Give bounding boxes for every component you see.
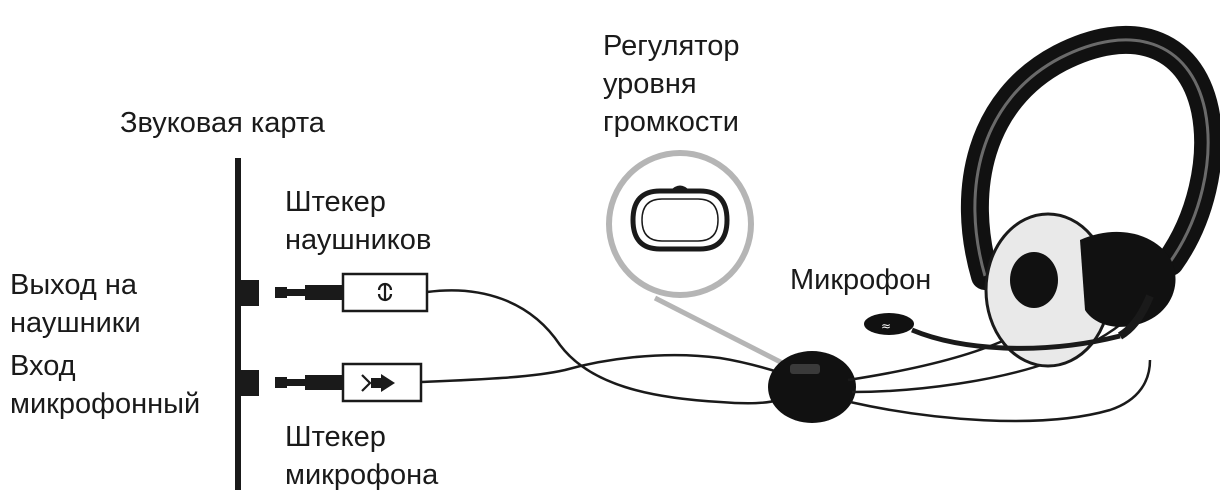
label-mic-plug-line2: микрофона (285, 459, 439, 491)
svg-text:≈: ≈ (881, 319, 891, 333)
label-mic-input: Вход микрофонный (10, 347, 200, 423)
headphone-symbol-icon (377, 282, 393, 302)
headphone-plug (275, 272, 779, 405)
label-volume-control-line2: уровня (603, 68, 697, 100)
label-headphone-plug-line2: наушников (285, 224, 432, 256)
headphone-jack-socket (241, 280, 259, 306)
mic-plug (275, 353, 779, 403)
label-mic-input-line1: Вход (10, 350, 76, 382)
label-volume-control-line1: Регулятор (603, 30, 740, 62)
label-volume-control: Регулятор уровня громкости (603, 27, 739, 141)
headset (961, 25, 1220, 368)
label-headphone-plug-line1: Штекер (285, 186, 386, 218)
microphone-symbol-icon (361, 374, 395, 392)
label-headphone-output: Выход на наушники (10, 266, 141, 342)
volume-control-module (768, 317, 1152, 423)
label-volume-control-line3: громкости (603, 106, 739, 138)
label-sound-card: Звуковая карта (120, 107, 325, 139)
microphone-boom: ≈ (864, 313, 1121, 351)
label-mic-plug-line1: Штекер (285, 421, 386, 453)
label-microphone: Микрофон (790, 264, 932, 296)
label-mic-plug: Штекер микрофона (285, 418, 438, 494)
label-mic-input-line2: микрофонный (10, 388, 201, 420)
label-headphone-output-line2: наушники (10, 307, 141, 339)
mic-jack-socket (241, 370, 259, 396)
label-headphone-plug: Штекер наушников (285, 183, 431, 259)
volume-control-magnifier (606, 150, 802, 375)
label-headphone-output-line1: Выход на (10, 269, 137, 301)
